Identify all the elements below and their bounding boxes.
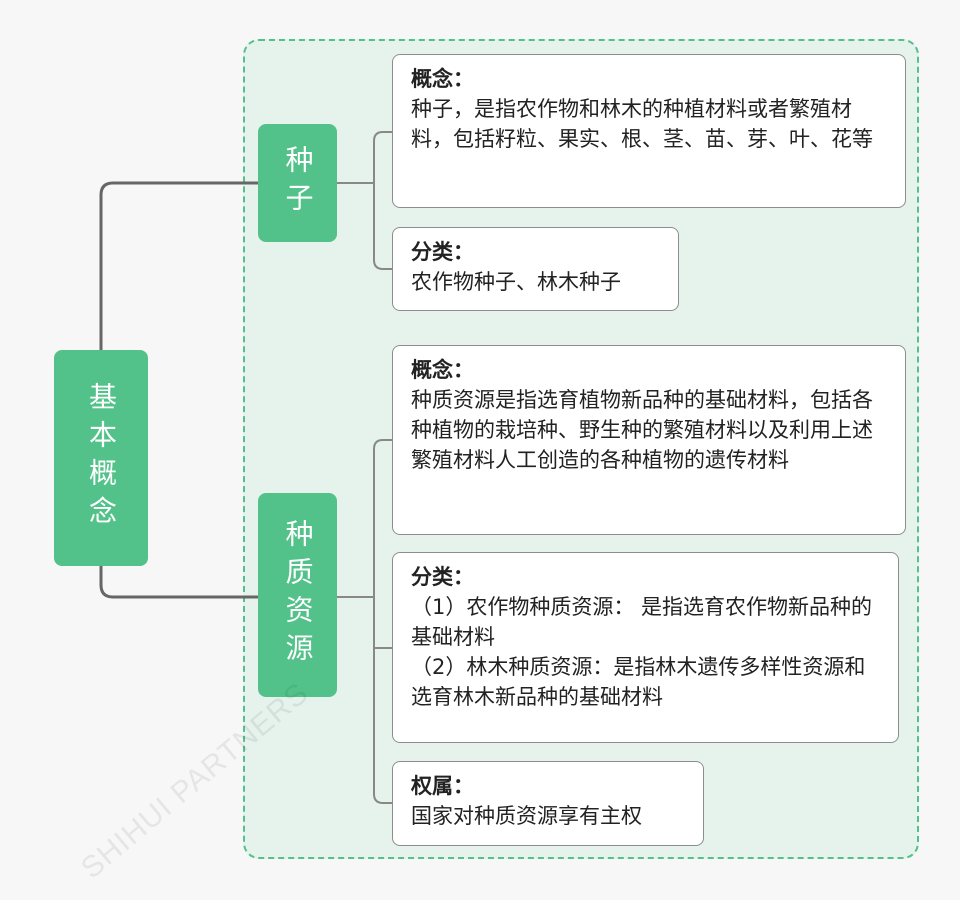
card-line-1: （1）农作物种质资源： 是指选育农作物新品种的基础材料 (411, 595, 873, 649)
card-title: 概念： (411, 67, 474, 91)
root-node[interactable]: 基本概念 (54, 350, 148, 566)
branch-node-label: 种子 (281, 145, 315, 221)
germplasm-bracket-line (337, 439, 392, 804)
root-to-seed-line (99, 181, 258, 350)
card-body: 农作物种子、林木种子 (411, 270, 621, 294)
card-title: 概念： (411, 358, 474, 382)
card-title: 分类： (411, 565, 474, 589)
card-body: 种质资源是指选育植物新品种的基础材料，包括各种植物的栽培种、野生种的繁殖材料以及… (411, 388, 873, 472)
germplasm-ownership-card[interactable]: 权属： 国家对种质资源享有主权 (392, 761, 704, 846)
germplasm-concept-card[interactable]: 概念： 种质资源是指选育植物新品种的基础材料，包括各种植物的栽培种、野生种的繁殖… (392, 345, 906, 535)
branch-node-label: 种质资源 (281, 519, 315, 671)
seed-classification-card[interactable]: 分类： 农作物种子、林木种子 (392, 227, 679, 311)
branch-node-germplasm[interactable]: 种质资源 (258, 493, 337, 697)
root-to-germplasm-line (99, 566, 258, 599)
card-body: 国家对种质资源享有主权 (411, 804, 642, 828)
germplasm-classification-card[interactable]: 分类： （1）农作物种质资源： 是指选育农作物新品种的基础材料 （2）林木种质资… (392, 552, 899, 743)
branch-node-seed[interactable]: 种子 (258, 124, 337, 242)
seed-concept-card[interactable]: 概念： 种子，是指农作物和林木的种植材料或者繁殖材料，包括籽粒、果实、根、茎、苗… (392, 54, 906, 208)
card-title: 分类： (411, 240, 474, 264)
card-line-2: （2）林木种质资源：是指林木遗传多样性资源和选育林木新品种的基础材料 (411, 655, 866, 709)
seed-bracket-line (337, 131, 392, 270)
card-title: 权属： (411, 774, 474, 798)
card-body: 种子，是指农作物和林木的种植材料或者繁殖材料，包括籽粒、果实、根、茎、苗、芽、叶… (411, 97, 873, 151)
root-node-label: 基本概念 (85, 382, 118, 534)
